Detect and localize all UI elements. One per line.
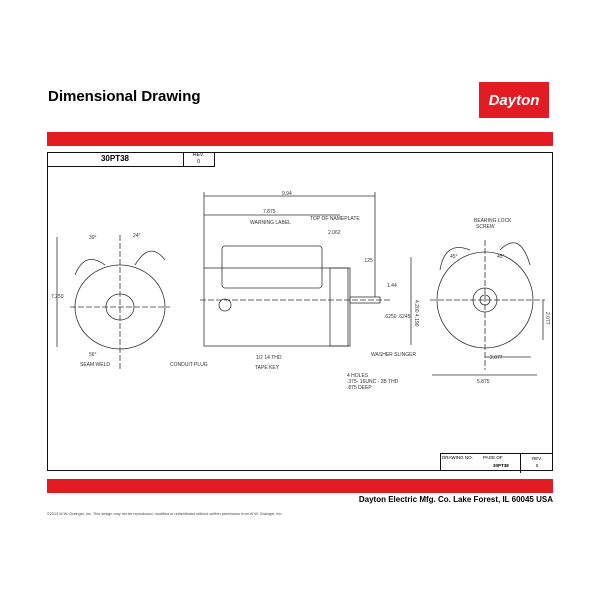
page-label: PAGE OF xyxy=(483,455,503,460)
company-address: Dayton Electric Mfg. Co. Lake Forest, IL… xyxy=(358,495,553,504)
rev-label: REV. xyxy=(192,152,205,158)
label-45a: 45° xyxy=(450,254,458,260)
drawing-no-label: DRAWING NO. xyxy=(442,455,473,460)
label-2077h: 2.077 xyxy=(490,355,503,361)
label-holes2: .375- 16UNC - 2B THD xyxy=(347,379,399,385)
label-bearing: BEARING LOCK xyxy=(474,218,512,224)
label-4200: 4.200 4.190 xyxy=(413,300,419,327)
label-7250: 7.250 xyxy=(51,294,64,300)
label-24: 24° xyxy=(133,233,141,239)
label-39: 39° xyxy=(89,235,97,241)
drawing-frame xyxy=(47,152,553,471)
rev-value: 0 xyxy=(197,159,200,165)
label-6250: .6250 .6245 xyxy=(384,314,411,320)
dayton-logo: Dayton xyxy=(479,82,549,118)
page-title: Dimensional Drawing xyxy=(48,88,201,105)
title-block-number: 30PT38 xyxy=(493,463,509,468)
label-7875: 7.875 xyxy=(263,209,276,215)
label-holes3: .875 DEEP xyxy=(347,385,372,391)
bottom-red-bar xyxy=(47,479,553,493)
copyright: ©2013 W.W. Grainger, Inc. This design ma… xyxy=(47,512,283,516)
label-2062: 2.062 xyxy=(328,230,341,236)
rev-value: 0 xyxy=(535,463,539,468)
label-washer: WASHER SLINGER xyxy=(371,352,416,358)
rev-cell: REV.0 xyxy=(183,152,215,167)
label-nameplate: TOP OF NAMEPLATE xyxy=(310,216,360,222)
rev-label: REV. xyxy=(531,456,543,461)
label-45b: 45° xyxy=(497,254,505,260)
label-994: 9.94 xyxy=(282,191,292,197)
drawing-number: 30PT38 xyxy=(47,152,184,167)
label-144: 1.44 xyxy=(387,283,397,289)
label-holes: 4 HOLES xyxy=(347,373,369,379)
label-seamweld: SEAM WELD xyxy=(80,362,110,368)
label-warning: WARNING LABEL xyxy=(250,220,291,226)
label-56: 56° xyxy=(89,352,97,358)
label-2077v: 2.077 xyxy=(544,312,550,325)
label-conduit: CONDUIT PLUG xyxy=(170,362,208,368)
label-5875: 5.875 xyxy=(477,379,490,385)
label-thd: 1/2 14 THD xyxy=(256,355,282,361)
label-125: .125 xyxy=(363,258,373,264)
label-tapekey: TAPE KEY xyxy=(255,365,280,371)
title-block: DRAWING NO. PAGE OF 30PT38 REV. 0 xyxy=(440,453,553,473)
label-screw: SCREW xyxy=(476,224,495,230)
top-red-bar xyxy=(47,132,553,146)
title-block-rev: REV. 0 xyxy=(520,453,553,473)
